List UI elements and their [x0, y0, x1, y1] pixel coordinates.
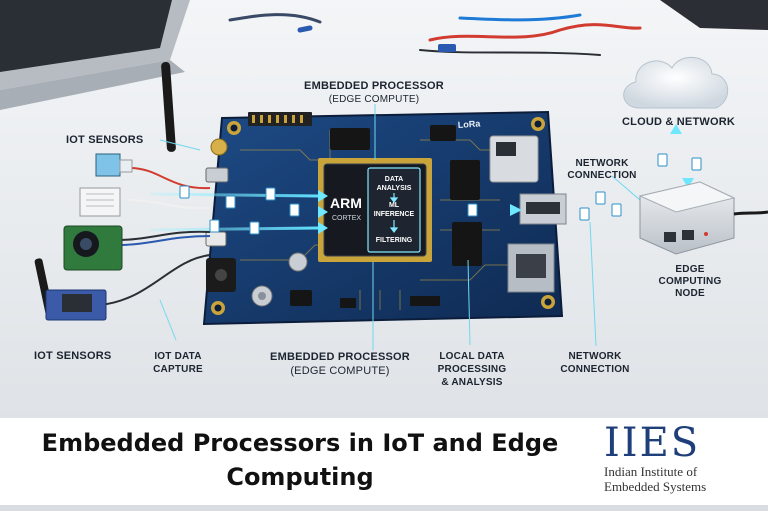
label-local-2: PROCESSING [438, 364, 507, 375]
usb-port [520, 194, 566, 224]
label-iot-data-capture: IOT DATA CAPTURE [148, 350, 208, 376]
bottom-strip [0, 505, 768, 511]
lora-label: LoRa [457, 118, 481, 130]
chip-stage-ml-1: ML [389, 202, 400, 209]
page-title: Embedded Processors in IoT and Edge Comp… [30, 426, 570, 494]
label-network-connection-bottom-2: CONNECTION [560, 364, 629, 375]
label-edge-node-1: EDGE [675, 264, 704, 275]
footer: Embedded Processors in IoT and Edge Comp… [0, 418, 768, 511]
chip-stage-filter: FILTERING [376, 237, 413, 244]
humidity-sensor [80, 188, 120, 216]
logo-mark: IIES [604, 422, 754, 464]
lora-module [490, 136, 538, 182]
label-iot-sensors-top: IOT SENSORS [66, 134, 143, 146]
label-local-1: LOCAL DATA [439, 351, 504, 362]
ethernet-port-icon [508, 244, 554, 292]
label-edge-compute-top: (EDGE COMPUTE) [304, 93, 444, 106]
label-embedded-processor-top-title: EMBEDDED PROCESSOR [304, 80, 444, 92]
label-embedded-processor-top: EMBEDDED PROCESSOR (EDGE COMPUTE) [304, 80, 444, 106]
label-edge-compute-bottom: (EDGE COMPUTE) [290, 365, 389, 377]
iies-logo: IIES Indian Institute of Embedded System… [604, 422, 754, 508]
chip-model: CORTEX [332, 215, 361, 222]
label-edge-computing-node: EDGE COMPUTING NODE [650, 264, 730, 300]
logo-line-2: Embedded Systems [604, 479, 706, 494]
label-embedded-processor-bottom: EMBEDDED PROCESSOR (EDGE COMPUTE) [268, 350, 412, 378]
chip-stage-data-2: ANALYSIS [377, 185, 412, 192]
label-iot-sensors-bottom: IOT SENSORS [34, 350, 111, 362]
label-network-connection-top-1: NETWORK [575, 158, 628, 169]
chip-stage-ml-2: INFERENCE [374, 211, 415, 218]
label-iot-capture-1: IOT DATA [154, 351, 201, 362]
camera-icon [64, 226, 122, 270]
label-network-connection-top-2: CONNECTION [567, 170, 636, 181]
label-network-connection-top: NETWORK CONNECTION [566, 158, 638, 182]
label-edge-node-2: COMPUTING [659, 276, 722, 287]
label-local-data-processing: LOCAL DATA PROCESSING & ANALYSIS [432, 350, 512, 389]
logo-subtitle: Indian Institute of Embedded Systems [604, 464, 754, 494]
label-local-3: & ANALYSIS [441, 377, 502, 388]
chip-stage-data-1: DATA [385, 176, 403, 183]
label-edge-node-3: NODE [675, 288, 705, 299]
label-network-connection-bottom: NETWORK CONNECTION [558, 350, 632, 376]
chip-brand: ARM [330, 195, 362, 211]
page-title-line-1: Embedded Processors in IoT and Edge [42, 429, 559, 457]
label-cloud-network: CLOUD & NETWORK [622, 116, 735, 128]
label-embedded-processor-bottom-title: EMBEDDED PROCESSOR [270, 351, 410, 363]
label-network-connection-bottom-1: NETWORK [568, 351, 621, 362]
page-title-line-2: Computing [226, 463, 373, 491]
logo-line-1: Indian Institute of [604, 464, 697, 479]
label-iot-capture-2: CAPTURE [153, 364, 203, 375]
